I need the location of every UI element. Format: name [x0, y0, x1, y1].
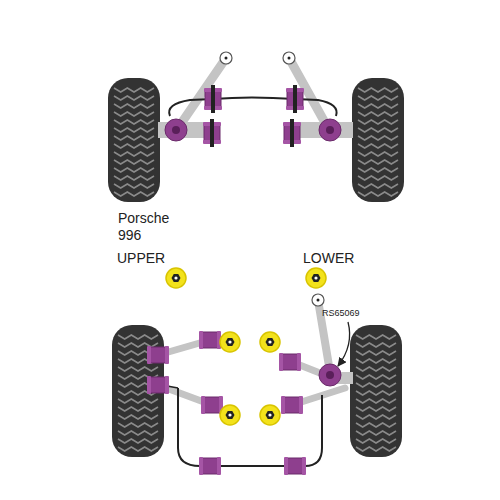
tread-line — [356, 423, 396, 427]
tread-line — [358, 144, 398, 148]
tread-line — [114, 176, 154, 180]
tread-line — [114, 192, 154, 196]
tyres — [108, 78, 404, 457]
tread-line — [118, 367, 158, 371]
tread-line — [356, 415, 396, 419]
tread-line — [114, 184, 154, 188]
tread-line — [118, 407, 158, 411]
tread-line — [358, 120, 398, 124]
tread-line — [358, 184, 398, 188]
tread-line — [118, 343, 158, 347]
tread-line — [114, 168, 154, 172]
tread-line — [114, 136, 154, 140]
tread-line — [118, 415, 158, 419]
tread-line — [358, 96, 398, 100]
tread-line — [356, 439, 396, 443]
tread-line — [356, 407, 396, 411]
tread-line — [114, 88, 154, 92]
position-label: UPPER — [117, 250, 165, 267]
tread-line — [358, 168, 398, 172]
tread-line — [118, 399, 158, 403]
tread-line — [114, 120, 154, 124]
tread-line — [114, 128, 154, 132]
tread-line — [118, 423, 158, 427]
tread-line — [356, 375, 396, 379]
tread-line — [356, 359, 396, 363]
tread-line — [358, 88, 398, 92]
tread-line — [114, 112, 154, 116]
tread-line — [358, 104, 398, 108]
part-number: RS65069 — [322, 308, 360, 319]
tread-line — [358, 176, 398, 180]
tread-line — [118, 335, 158, 339]
tread-line — [358, 192, 398, 196]
tread-line — [118, 439, 158, 443]
tread-line — [356, 431, 396, 435]
tread-line — [114, 152, 154, 156]
tread-line — [356, 343, 396, 347]
leader-line — [338, 322, 350, 366]
tread-line — [114, 96, 154, 100]
tread-line — [356, 391, 396, 395]
tread-line — [114, 144, 154, 148]
model-name: Porsche 996 — [118, 210, 182, 244]
tread-line — [358, 152, 398, 156]
tread-line — [356, 383, 396, 387]
tread-line — [356, 367, 396, 371]
tread-line — [358, 136, 398, 140]
tread-line — [356, 399, 396, 403]
tread-line — [358, 128, 398, 132]
position-label: LOWER — [303, 250, 354, 267]
tread-line — [356, 335, 396, 339]
tread-line — [358, 160, 398, 164]
tread-line — [118, 431, 158, 435]
tread-line — [356, 351, 396, 355]
tread-line — [114, 104, 154, 108]
front-axle — [158, 52, 353, 147]
tread-line — [358, 112, 398, 116]
tread-line — [356, 447, 396, 451]
rear-axle — [147, 294, 353, 475]
tread-line — [118, 447, 158, 451]
tread-line — [114, 160, 154, 164]
